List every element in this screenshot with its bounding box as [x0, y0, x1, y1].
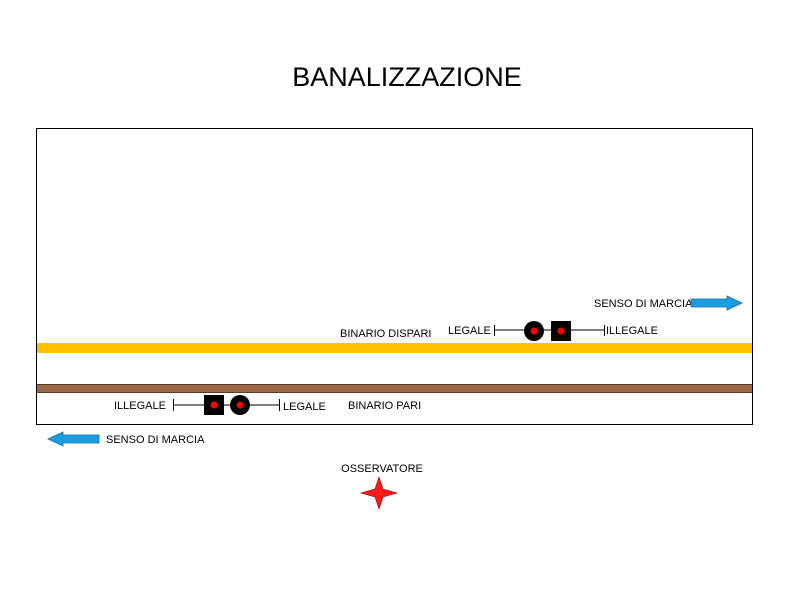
binario-dispari-label: BINARIO DISPARI — [340, 328, 431, 340]
binario-pari-group: BINARIO PARI ILLEGALE LEGALE SENSO DI MA… — [37, 384, 752, 447]
signal-lamp — [557, 327, 565, 335]
signal-lamp — [236, 401, 244, 409]
observer-group: OSSERVATORE — [341, 463, 423, 510]
signal-lamp — [530, 327, 538, 335]
star-icon — [359, 476, 399, 510]
legale-pari-label: LEGALE — [283, 401, 326, 413]
senso-marcia-dispari-label: SENSO DI MARCIA — [594, 298, 693, 310]
track-dispari — [37, 343, 752, 353]
arrow-left-icon — [47, 431, 100, 447]
binario-dispari-group: BINARIO DISPARI SENSO DI MARCIA LEGALE I… — [37, 295, 752, 353]
track-pari — [37, 384, 752, 393]
signal-lamp — [210, 401, 218, 409]
page-title: BANALIZZAZIONE — [292, 62, 522, 92]
illegale-pari-label: ILLEGALE — [114, 400, 166, 412]
legale-dispari-label: LEGALE — [448, 325, 491, 337]
arrow-right-icon — [690, 295, 743, 311]
illegale-dispari-label: ILLEGALE — [606, 325, 658, 337]
senso-marcia-pari-label: SENSO DI MARCIA — [106, 434, 205, 446]
binario-pari-label: BINARIO PARI — [348, 400, 421, 412]
observer-label: OSSERVATORE — [341, 463, 423, 475]
diagram-frame — [36, 128, 753, 425]
